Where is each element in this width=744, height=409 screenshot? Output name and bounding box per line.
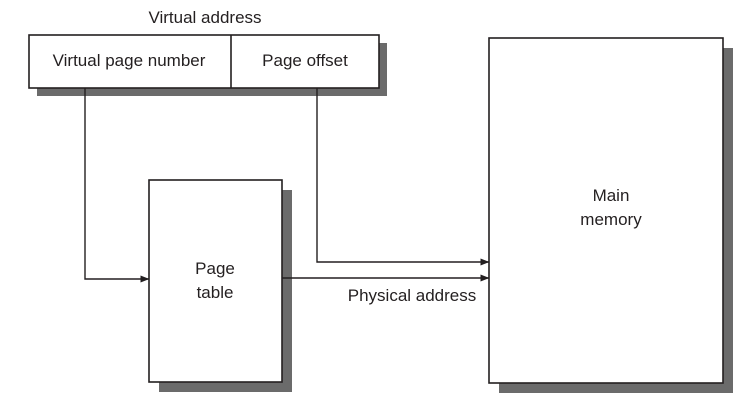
box-group xyxy=(28,34,724,384)
physical-address-label: Physical address xyxy=(347,286,477,305)
page-table-label-line2: table xyxy=(196,283,234,302)
connector-group xyxy=(84,88,490,283)
page-table-label-line1: Page xyxy=(195,259,235,278)
virtual-address-box[interactable] xyxy=(28,34,380,89)
main-memory-label-line1: Main xyxy=(592,186,630,205)
virtual-page-number-label: Virtual page number xyxy=(52,51,206,70)
connector-page-offset-to-main-memory xyxy=(316,88,490,266)
page-table-box[interactable] xyxy=(148,179,283,383)
main-memory-box[interactable] xyxy=(488,37,724,384)
connector-vpn-to-page-table xyxy=(84,88,150,283)
page-offset-label: Page offset xyxy=(262,51,348,70)
diagram-title: Virtual address xyxy=(148,8,262,27)
main-memory-label-line2: memory xyxy=(580,210,642,229)
